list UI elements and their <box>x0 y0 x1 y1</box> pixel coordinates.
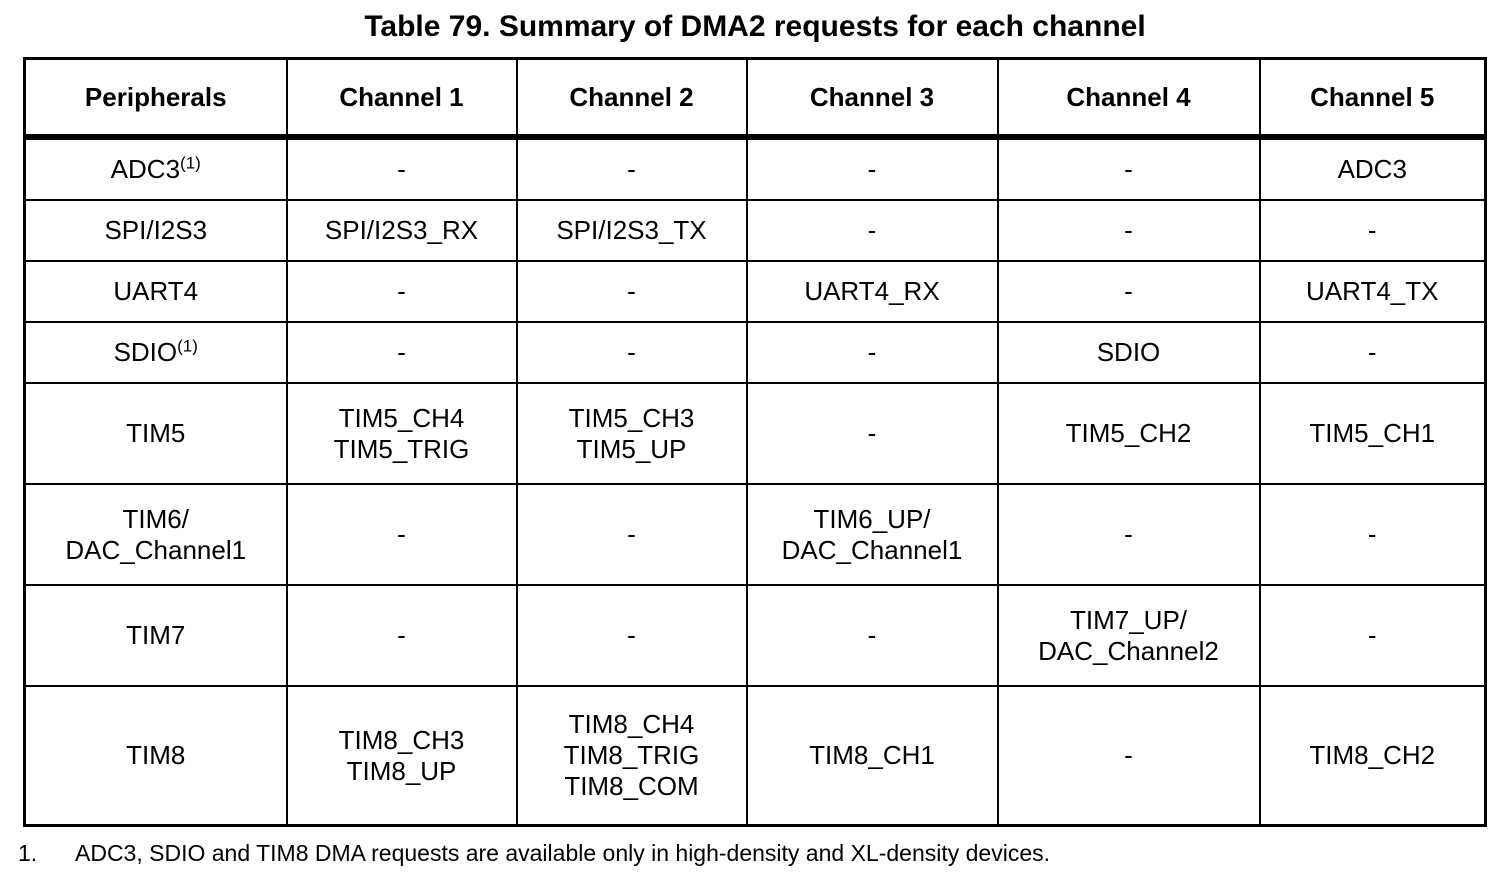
peripheral-cell: TIM8 <box>23 685 288 827</box>
channel-5-cell: - <box>1258 199 1487 262</box>
channel-2-cell: - <box>515 483 748 586</box>
channel-4-cell: TIM7_UP/ DAC_Channel2 <box>996 584 1261 687</box>
channel-2-cell: - <box>515 260 748 323</box>
peripheral-label: ADC3 <box>110 154 181 184</box>
footnote-marker: (1) <box>180 153 201 173</box>
table-row: SDIO(1)---SDIO- <box>23 321 1487 384</box>
footnote-marker: (1) <box>177 336 198 356</box>
peripheral-cell: TIM6/ DAC_Channel1 <box>23 483 288 586</box>
channel-3-cell: - <box>745 136 999 201</box>
channel-1-cell: - <box>285 321 518 384</box>
channel-2-cell: TIM8_CH4 TIM8_TRIG TIM8_COM <box>515 685 748 827</box>
peripheral-cell: UART4 <box>23 260 288 323</box>
channel-1-cell: - <box>285 584 518 687</box>
channel-4-cell: SDIO <box>996 321 1261 384</box>
channel-2-cell: SPI/I2S3_TX <box>515 199 748 262</box>
channel-3-cell: - <box>745 382 999 485</box>
channel-1-cell: - <box>285 483 518 586</box>
column-header-3: Channel 3 <box>745 57 999 140</box>
peripheral-cell: TIM7 <box>23 584 288 687</box>
channel-3-cell: - <box>745 584 999 687</box>
channel-5-cell: - <box>1258 584 1487 687</box>
channel-4-cell: - <box>996 483 1261 586</box>
channel-4-cell: TIM5_CH2 <box>996 382 1261 485</box>
channel-3-cell: - <box>745 199 999 262</box>
peripheral-label: SPI/I2S3 <box>104 215 208 245</box>
channel-5-cell: ADC3 <box>1258 136 1487 201</box>
channel-5-cell: TIM8_CH2 <box>1258 685 1487 827</box>
table-row: TIM6/ DAC_Channel1--TIM6_UP/ DAC_Channel… <box>23 483 1487 586</box>
channel-4-cell: - <box>996 136 1261 201</box>
footnote-1: 1. ADC3, SDIO and TIM8 DMA requests are a… <box>18 838 1488 868</box>
table-row: ADC3(1)----ADC3 <box>23 136 1487 201</box>
peripheral-cell: TIM5 <box>23 382 288 485</box>
table-row: TIM7---TIM7_UP/ DAC_Channel2- <box>23 584 1487 687</box>
channel-1-cell: TIM5_CH4 TIM5_TRIG <box>285 382 518 485</box>
channel-1-cell: - <box>285 136 518 201</box>
channel-5-cell: - <box>1258 483 1487 586</box>
channel-2-cell: - <box>515 584 748 687</box>
channel-1-cell: - <box>285 260 518 323</box>
column-header-2: Channel 2 <box>515 57 748 140</box>
column-header-4: Channel 4 <box>996 57 1261 140</box>
column-header-5: Channel 5 <box>1258 57 1487 140</box>
table-title: Table 79. Summary of DMA2 requests for e… <box>364 10 1146 43</box>
table-row: UART4--UART4_RX-UART4_TX <box>23 260 1487 323</box>
peripheral-label: TIM6/ DAC_Channel1 <box>65 503 247 565</box>
peripheral-cell: ADC3(1) <box>23 136 288 201</box>
channel-3-cell: UART4_RX <box>745 260 999 323</box>
channel-1-cell: TIM8_CH3 TIM8_UP <box>285 685 518 827</box>
footnote-number: 1. <box>18 840 38 866</box>
channel-1-cell: SPI/I2S3_RX <box>285 199 518 262</box>
channel-5-cell: UART4_TX <box>1258 260 1487 323</box>
channel-2-cell: - <box>515 136 748 201</box>
channel-5-cell: - <box>1258 321 1487 384</box>
channel-4-cell: - <box>996 260 1261 323</box>
peripheral-label: SDIO <box>113 337 178 367</box>
peripheral-cell: SPI/I2S3 <box>23 199 288 262</box>
peripheral-label: TIM7 <box>126 620 186 650</box>
channel-5-cell: TIM5_CH1 <box>1258 382 1487 485</box>
peripheral-label: UART4 <box>113 276 199 306</box>
channel-4-cell: - <box>996 685 1261 827</box>
channel-3-cell: - <box>745 321 999 384</box>
footnote-text: ADC3, SDIO and TIM8 DMA requests are ava… <box>75 840 1051 866</box>
channel-3-cell: TIM8_CH1 <box>745 685 999 827</box>
channel-3-cell: TIM6_UP/ DAC_Channel1 <box>745 483 999 586</box>
peripheral-label: TIM8 <box>126 740 186 770</box>
peripheral-cell: SDIO(1) <box>23 321 288 384</box>
channel-4-cell: - <box>996 199 1261 262</box>
peripheral-label: TIM5 <box>126 418 186 448</box>
channel-2-cell: - <box>515 321 748 384</box>
channel-2-cell: TIM5_CH3 TIM5_UP <box>515 382 748 485</box>
column-header-0: Peripherals <box>23 57 288 140</box>
column-header-1: Channel 1 <box>285 57 518 140</box>
